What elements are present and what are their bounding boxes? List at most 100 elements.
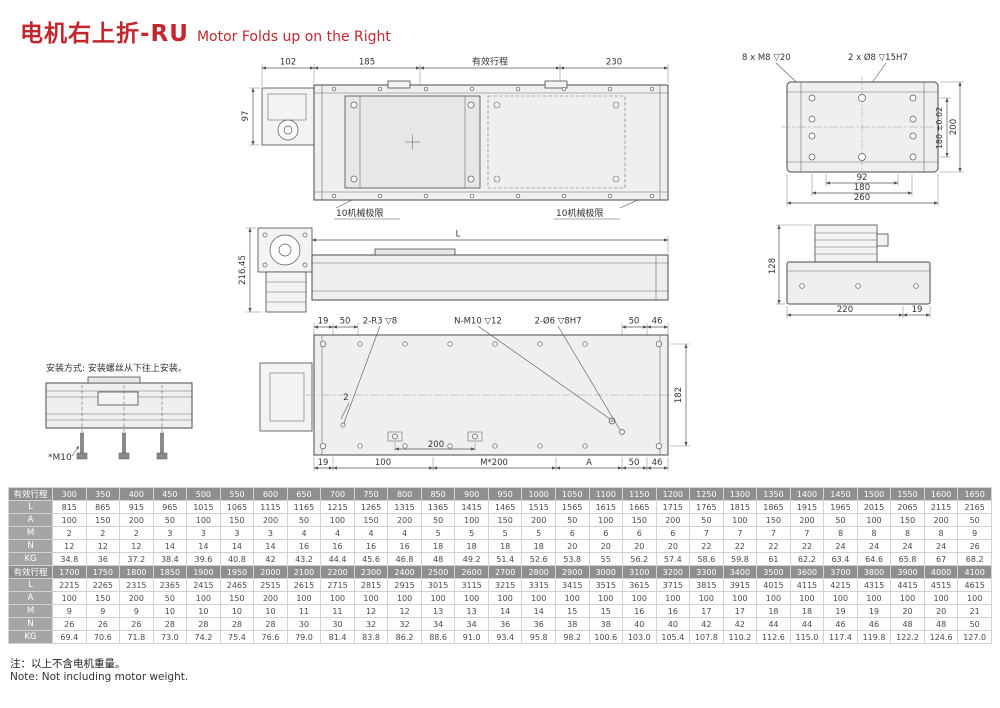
spec-value-cell: 200: [789, 513, 825, 527]
spec-value-cell: 1965: [823, 500, 858, 514]
spec-value-cell: 38.4: [152, 552, 188, 566]
spec-value-cell: 100: [286, 591, 322, 605]
spec-value-cell: 2: [85, 526, 121, 540]
stroke-header-cell: 3700: [823, 565, 858, 579]
spec-value-cell: 5: [521, 526, 556, 540]
row-label-cell: A: [8, 591, 53, 605]
bottom-motor-block: [259, 362, 313, 432]
motor-connector: [876, 233, 889, 247]
dim-216-45: 216.45: [238, 255, 248, 285]
spec-value-cell: 100: [789, 591, 825, 605]
spec-value-cell: 12: [353, 604, 389, 618]
spec-value-cell: 100: [186, 513, 221, 527]
spec-value-cell: 3: [253, 526, 288, 540]
spec-value-cell: 36: [85, 552, 121, 566]
spec-value-cell: 19: [856, 604, 892, 618]
side-view: L 216.45: [238, 227, 669, 313]
spec-value-cell: 58.6: [689, 552, 724, 566]
stroke-header-cell: 950: [487, 487, 523, 501]
spec-value-cell: 100: [320, 591, 355, 605]
spec-value-cell: 100: [186, 591, 221, 605]
spec-value-cell: 12: [387, 604, 422, 618]
spec-value-cell: 4415: [890, 578, 925, 592]
spec-value-cell: 14: [186, 539, 221, 553]
dim-182: 182: [674, 387, 684, 403]
spec-value-cell: 71.8: [119, 630, 154, 644]
spec-value-cell: 1315: [387, 500, 422, 514]
spec-value-cell: 26: [85, 617, 121, 631]
spec-value-cell: 18: [789, 604, 825, 618]
spec-value-cell: 1415: [454, 500, 489, 514]
spec-value-cell: 122.2: [890, 630, 925, 644]
spec-value-cell: 20: [622, 539, 657, 553]
spec-value-cell: 24: [890, 539, 925, 553]
end-view: 8 x M8 ▽20 2 x Ø8 ▽15H7 180 ±0.02 200 92…: [742, 52, 964, 206]
stroke-header-cell: 550: [219, 487, 255, 501]
spec-value-cell: 110.2: [722, 630, 758, 644]
spec-value-cell: 2215: [52, 578, 87, 592]
stroke-header-cell: 3800: [856, 565, 892, 579]
spec-value-cell: 22: [756, 539, 791, 553]
motor-fold-view: 128 220 19: [768, 224, 931, 318]
spec-value-cell: 1915: [789, 500, 825, 514]
spec-value-cell: 1465: [487, 500, 523, 514]
plan-sensor-tab-2: [544, 80, 568, 89]
label-r3-holes: 2-R3 ▽8: [363, 317, 397, 327]
stroke-header-cell: 1100: [588, 487, 624, 501]
spec-value-cell: 86.2: [387, 630, 422, 644]
label-mech-limit-left: 10机械极限: [336, 207, 383, 219]
spec-value-cell: 19: [823, 604, 858, 618]
row-label-cell: N: [8, 539, 53, 553]
spec-value-cell: 8: [890, 526, 925, 540]
spec-value-cell: 100: [52, 513, 87, 527]
label-count-2: 2: [343, 393, 348, 403]
spec-value-cell: 865: [85, 500, 121, 514]
spec-value-cell: 100: [387, 591, 422, 605]
spec-value-cell: 16: [387, 539, 422, 553]
stroke-header-cell: 700: [320, 487, 355, 501]
stroke-header-cell: 2100: [286, 565, 322, 579]
dim-L: L: [456, 230, 461, 240]
spec-value-cell: 21: [957, 604, 992, 618]
spec-value-cell: 9: [85, 604, 121, 618]
spec-value-cell: 9: [119, 604, 154, 618]
spec-value-cell: 2515: [253, 578, 288, 592]
stroke-header-cell: 4100: [957, 565, 992, 579]
stroke-header-cell: 1950: [219, 565, 255, 579]
spec-value-cell: 150: [85, 591, 121, 605]
row-label-cell: KG: [8, 552, 53, 566]
spec-value-cell: 51.4: [487, 552, 523, 566]
stroke-header-cell: 1500: [856, 487, 892, 501]
spec-value-cell: 5: [454, 526, 489, 540]
drawing-canvas: 102 185 有效行程 230 97: [45, 52, 964, 471]
spec-value-cell: 965: [152, 500, 188, 514]
spec-value-cell: 4115: [789, 578, 825, 592]
spec-value-cell: 16: [655, 604, 691, 618]
plan-carriage-end-position: [487, 95, 626, 189]
spec-value-cell: 20: [655, 539, 691, 553]
spec-value-cell: 100: [957, 591, 992, 605]
spec-value-cell: 100: [454, 591, 489, 605]
spec-value-cell: 14: [521, 604, 556, 618]
spec-value-cell: 100: [353, 591, 389, 605]
stroke-header-label: 有效行程: [8, 487, 53, 501]
stroke-header-cell: 1400: [789, 487, 825, 501]
spec-value-cell: 18: [521, 539, 556, 553]
spec-value-cell: 40: [622, 617, 657, 631]
stroke-header-cell: 1250: [689, 487, 724, 501]
spec-value-cell: 46: [823, 617, 858, 631]
spec-value-cell: 6: [588, 526, 624, 540]
spec-value-cell: 48: [420, 552, 456, 566]
spec-value-cell: 95.8: [521, 630, 556, 644]
spec-value-cell: 200: [387, 513, 422, 527]
spec-value-cell: 20: [588, 539, 624, 553]
spec-value-cell: 2265: [85, 578, 121, 592]
spec-value-cell: 67: [923, 552, 959, 566]
stroke-header-cell: 1350: [756, 487, 791, 501]
spec-value-cell: 26: [957, 539, 992, 553]
spec-value-cell: 107.8: [689, 630, 724, 644]
stroke-header-cell: 2900: [554, 565, 590, 579]
stroke-header-cell: 2500: [420, 565, 456, 579]
spec-value-cell: 20: [890, 604, 925, 618]
